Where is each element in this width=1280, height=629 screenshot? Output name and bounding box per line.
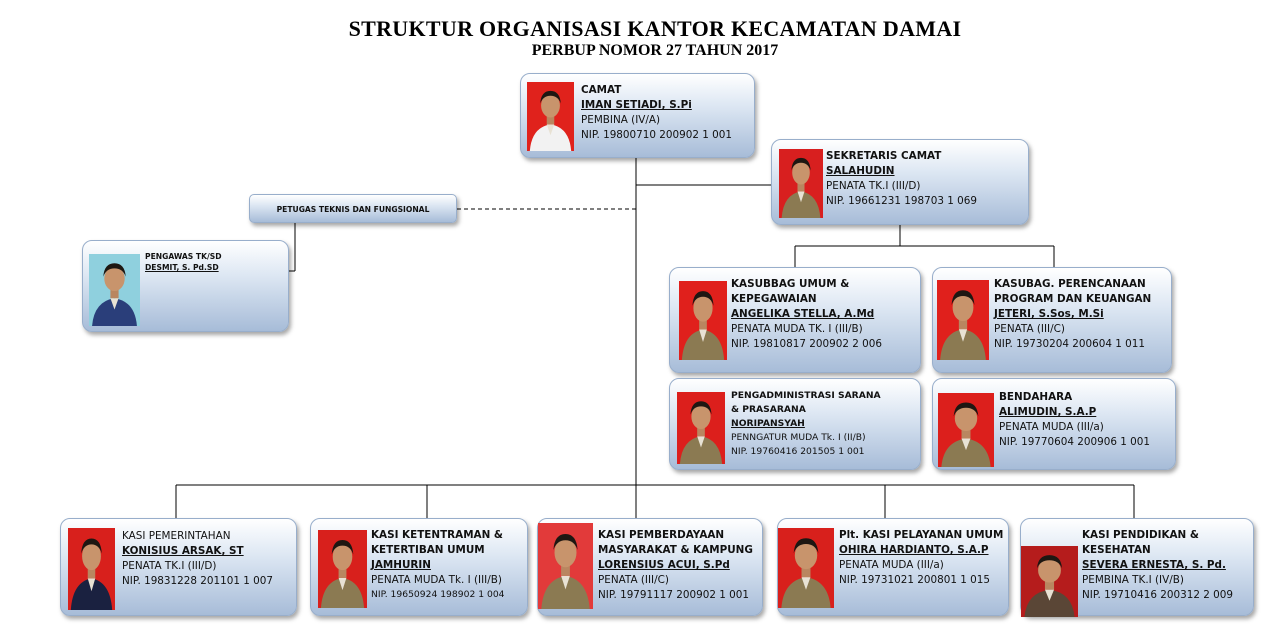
kasi-pemberdayaan-position-2: MASYARAKAT & KAMPUNG: [598, 544, 753, 556]
person-silhouette-icon: [538, 523, 593, 609]
kasi-pemberdayaan-box: KASI PEMBERDAYAAN MASYARAKAT & KAMPUNG L…: [537, 518, 763, 616]
kasi-pelayanan-photo: [778, 528, 834, 608]
kasubbag-perencanaan-box: KASUBAG. PERENCANAAN PROGRAM DAN KEUANGA…: [932, 267, 1172, 373]
kasubbag-perencanaan-name: JETERI, S.Sos, M.Si: [994, 308, 1104, 320]
petugas-box: PETUGAS TEKNIS DAN FUNGSIONAL: [249, 194, 457, 223]
kasi-pemerintahan-rank: PENATA TK.I (III/D): [122, 560, 217, 572]
pengawas-name: DESMIT, S. Pd.SD: [145, 263, 219, 272]
kasi-pemerintahan-position: KASI PEMERINTAHAN: [122, 530, 231, 542]
pengadministrasi-rank: PENNGATUR MUDA Tk. I (II/B): [731, 432, 866, 443]
kasi-pemberdayaan-nip: NIP. 19791117 200902 1 001: [598, 589, 749, 601]
kasubbag-umum-position-1: KASUBBAG UMUM &: [731, 278, 850, 290]
kasi-pendidikan-position-1: KASI PENDIDIKAN &: [1082, 529, 1199, 541]
person-silhouette-icon: [1021, 546, 1078, 617]
kasubbag-perencanaan-rank: PENATA (III/C): [994, 323, 1065, 335]
kasi-pelayanan-rank: PENATA MUDA (III/a): [839, 559, 944, 571]
person-silhouette-icon: [527, 82, 574, 151]
kasi-pelayanan-nip: NIP. 19731021 200801 1 015: [839, 574, 990, 586]
kasi-pemberdayaan-name: LORENSIUS ACUI, S.Pd: [598, 559, 730, 571]
kasi-pendidikan-nip: NIP. 19710416 200312 2 009: [1082, 589, 1233, 601]
kasubbag-perencanaan-position-1: KASUBAG. PERENCANAAN: [994, 278, 1146, 290]
sekcam-name: SALAHUDIN: [826, 165, 895, 177]
kasubbag-umum-rank: PENATA MUDA TK. I (III/B): [731, 323, 863, 335]
person-silhouette-icon: [779, 149, 823, 218]
sekcam-nip: NIP. 19661231 198703 1 069: [826, 195, 977, 207]
kasi-ketentraman-box: KASI KETENTRAMAN & KETERTIBAN UMUM JAMHU…: [310, 518, 528, 616]
sekcam-photo: [779, 149, 823, 218]
pengawas-position: PENGAWAS TK/SD: [145, 252, 222, 261]
camat-rank: PEMBINA (IV/A): [581, 114, 661, 126]
pengadministrasi-nip: NIP. 19760416 201505 1 001: [731, 446, 865, 457]
kasi-pelayanan-position: Plt. KASI PELAYANAN UMUM: [839, 529, 1004, 541]
kasi-pendidikan-position-2: KESEHATAN: [1082, 544, 1151, 556]
sekcam-position: SEKRETARIS CAMAT: [826, 150, 942, 162]
kasi-pendidikan-box: KASI PENDIDIKAN & KESEHATAN SEVERA ERNES…: [1020, 518, 1254, 617]
kasi-pemerintahan-nip: NIP. 19831228 201101 1 007: [122, 575, 273, 587]
camat-nip: NIP. 19800710 200902 1 001: [581, 129, 732, 141]
sekcam-rank: PENATA TK.I (III/D): [826, 180, 921, 192]
kasi-pelayanan-name: OHIRA HARDIANTO, S.A.P: [839, 544, 989, 556]
kasi-pemberdayaan-rank: PENATA (III/C): [598, 574, 669, 586]
kasi-pemberdayaan-photo: [538, 523, 593, 609]
kasi-ketentraman-position-1: KASI KETENTRAMAN &: [371, 529, 503, 541]
bendahara-box: BENDAHARA ALIMUDIN, S.A.P PENATA MUDA (I…: [932, 378, 1176, 470]
person-silhouette-icon: [679, 281, 727, 360]
pengawas-photo: [89, 254, 140, 326]
bendahara-rank: PENATA MUDA (III/a): [999, 421, 1104, 433]
pengadministrasi-position-2: & PRASARANA: [731, 404, 806, 415]
bendahara-photo: [938, 393, 994, 467]
kasubbag-umum-name: ANGELIKA STELLA, A.Md: [731, 308, 875, 320]
camat-position: CAMAT: [581, 84, 622, 96]
kasubbag-perencanaan-position-2: PROGRAM DAN KEUANGAN: [994, 293, 1152, 305]
chart-title: STRUKTUR ORGANISASI KANTOR KECAMATAN DAM…: [348, 16, 962, 41]
kasi-ketentraman-nip: NIP. 19650924 198902 1 004: [371, 589, 505, 600]
pengawas-box: PENGAWAS TK/SD DESMIT, S. Pd.SD: [82, 240, 289, 332]
kasi-ketentraman-name: JAMHURIN: [371, 559, 431, 571]
kasi-pendidikan-rank: PEMBINA TK.I (IV/B): [1082, 574, 1184, 586]
kasi-pemerintahan-name: KONISIUS ARSAK, ST: [122, 545, 244, 557]
person-silhouette-icon: [68, 528, 115, 610]
kasi-pemberdayaan-position-1: KASI PEMBERDAYAAN: [598, 529, 725, 541]
kasi-pendidikan-name: SEVERA ERNESTA, S. Pd.: [1082, 559, 1226, 571]
person-silhouette-icon: [89, 254, 140, 326]
person-silhouette-icon: [937, 280, 989, 360]
kasubbag-umum-photo: [679, 281, 727, 360]
sekcam-box: SEKRETARIS CAMAT SALAHUDIN PENATA TK.I (…: [771, 139, 1029, 225]
kasi-pendidikan-photo: [1021, 546, 1078, 617]
person-silhouette-icon: [318, 530, 367, 608]
pengadministrasi-name: NORIPANSYAH: [731, 418, 805, 429]
kasi-pelayanan-box: Plt. KASI PELAYANAN UMUM OHIRA HARDIANTO…: [777, 518, 1009, 616]
kasi-pemerintahan-photo: [68, 528, 115, 610]
kasubbag-umum-nip: NIP. 19810817 200902 2 006: [731, 338, 882, 350]
kasubbag-umum-box: KASUBBAG UMUM & KEPEGAWAIAN ANGELIKA STE…: [669, 267, 921, 373]
pengadministrasi-position-1: PENGADMINISTRASI SARANA: [731, 390, 881, 401]
person-silhouette-icon: [677, 392, 725, 464]
bendahara-position: BENDAHARA: [999, 391, 1073, 403]
bendahara-nip: NIP. 19770604 200906 1 001: [999, 436, 1150, 448]
kasi-ketentraman-position-2: KETERTIBAN UMUM: [371, 544, 485, 556]
petugas-label: PETUGAS TEKNIS DAN FUNGSIONAL: [276, 205, 430, 214]
camat-photo: [527, 82, 574, 151]
kasubbag-perencanaan-nip: NIP. 19730204 200604 1 011: [994, 338, 1145, 350]
kasi-ketentraman-rank: PENATA MUDA Tk. I (III/B): [371, 574, 502, 586]
kasi-ketentraman-photo: [318, 530, 367, 608]
camat-box: CAMAT IMAN SETIADI, S.Pi PEMBINA (IV/A) …: [520, 73, 755, 158]
pengadministrasi-box: PENGADMINISTRASI SARANA & PRASARANA NORI…: [669, 378, 921, 470]
bendahara-name: ALIMUDIN, S.A.P: [999, 406, 1097, 418]
kasubbag-umum-position-2: KEPEGAWAIAN: [731, 293, 817, 305]
person-silhouette-icon: [938, 393, 994, 467]
person-silhouette-icon: [778, 528, 834, 608]
pengadministrasi-photo: [677, 392, 725, 464]
kasubbag-perencanaan-photo: [937, 280, 989, 360]
kasi-pemerintahan-box: KASI PEMERINTAHAN KONISIUS ARSAK, ST PEN…: [60, 518, 297, 616]
camat-name: IMAN SETIADI, S.Pi: [581, 99, 692, 111]
chart-subtitle: PERBUP NOMOR 27 TAHUN 2017: [531, 42, 779, 59]
